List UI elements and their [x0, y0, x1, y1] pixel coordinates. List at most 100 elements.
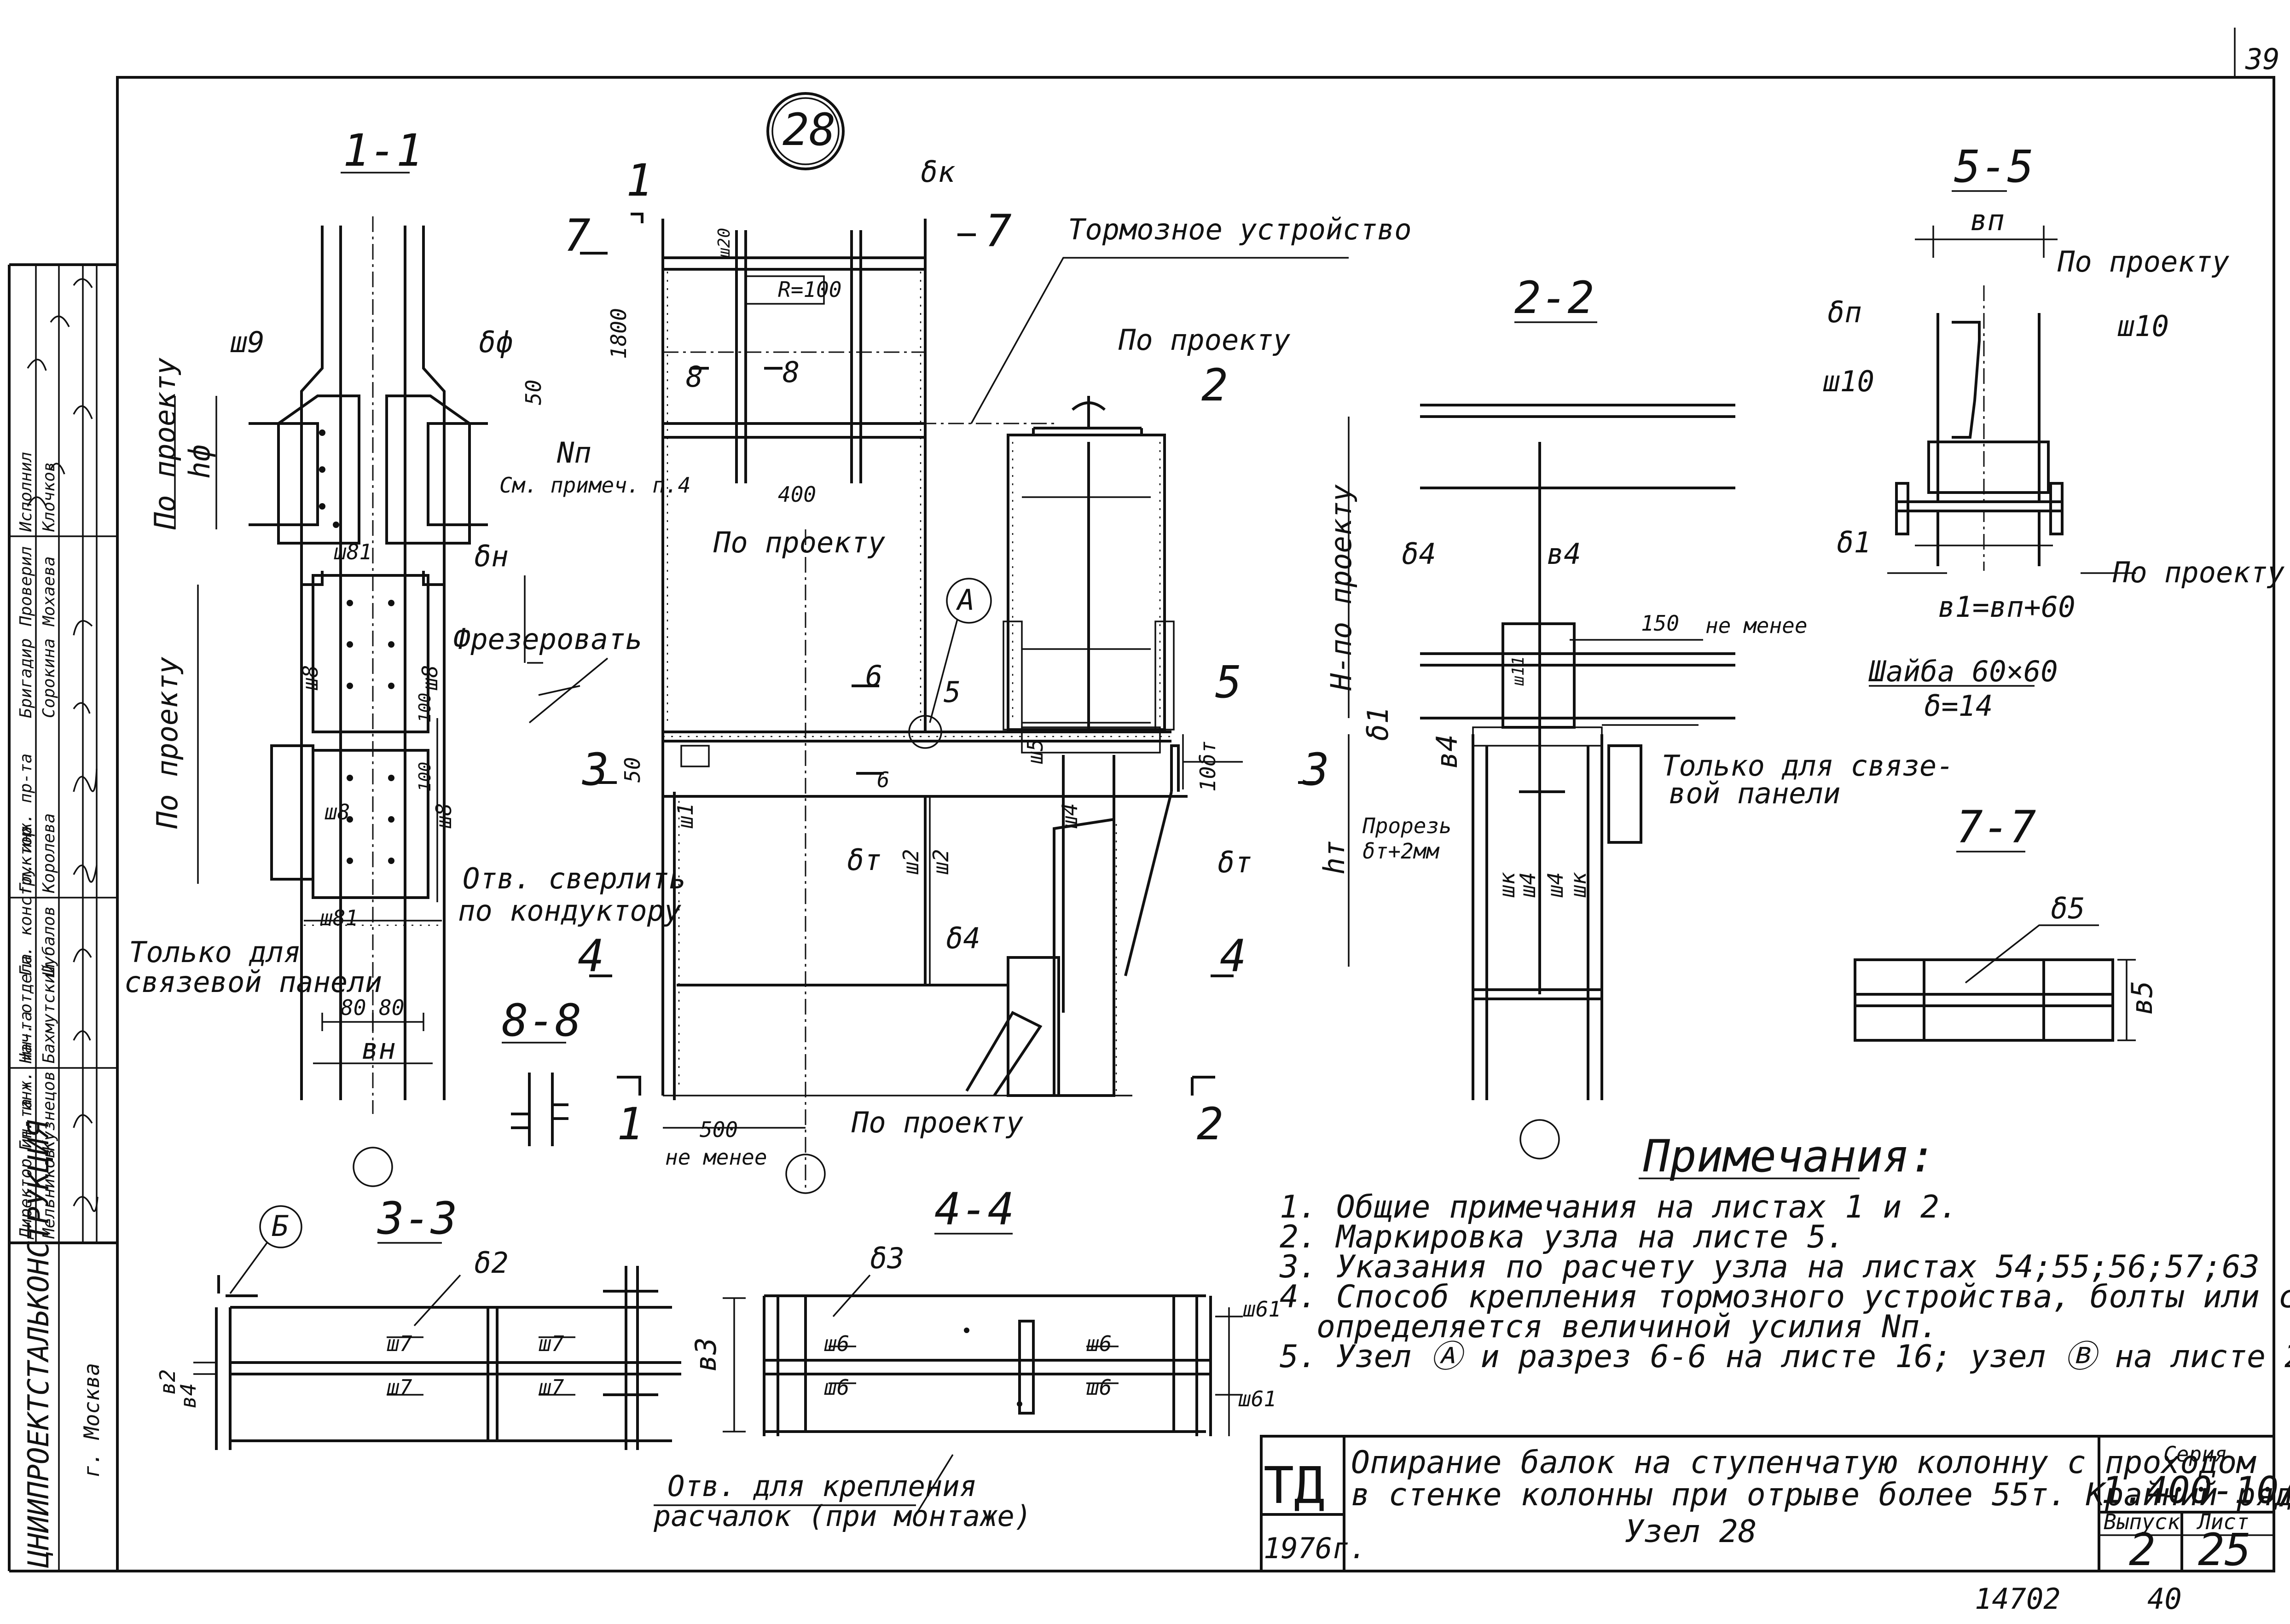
cut-2-top: 2 [1201, 360, 1228, 411]
lbl-callout-a: А [956, 583, 974, 617]
lbl-hf: hф [183, 444, 216, 479]
role-0: Директор ин-та [17, 1099, 35, 1240]
role-3: Гл. конструктор [17, 826, 35, 976]
city-name: г. Москва [79, 1363, 104, 1478]
lbl-b4: в4 [1547, 537, 1581, 571]
cut-4-left: 4 [578, 930, 604, 982]
note-5: определяется величиной усилия Nп. [1316, 1309, 1938, 1345]
lbl-holes-1: Отв. для крепления [667, 1469, 977, 1503]
role-6: Проверил [17, 546, 35, 626]
signatures [27, 278, 99, 1212]
cut-6-top: 6 [865, 659, 882, 693]
section-5-5 [1869, 190, 2136, 687]
cut-7-right: 7 [985, 205, 1012, 257]
name-7: Клочков [40, 462, 58, 532]
node-mark: 28 [766, 92, 845, 170]
tb-title-2: в стенке колонны при отрыве более 55т. К… [1351, 1477, 2290, 1513]
lbl-df: δф [479, 325, 513, 359]
lbl-sh6-1-b: ш61 [1238, 1386, 1276, 1411]
name-3: Шубалов [40, 906, 58, 976]
lbl-only-brace-1: Только для [129, 935, 301, 969]
bottom-number-2: 40 [2147, 1582, 2182, 1616]
lbl-b4-2: в4 [1430, 734, 1464, 769]
sheet-frame [116, 28, 2275, 1572]
tb-sheet-label: Лист [2196, 1509, 2249, 1534]
lbl-dk: δк [921, 155, 955, 189]
section-2-2 [1348, 321, 1735, 1160]
callout-a-circle [946, 578, 992, 624]
notes-heading: Примечания: [1643, 1131, 1936, 1182]
cut-2-bottom: 2 [1197, 1098, 1223, 1150]
leader-lines-1-1 [527, 657, 609, 724]
cut-7-left: 7 [564, 210, 591, 261]
sec-4-4-title: 4-4 [934, 1183, 1014, 1235]
lbl-50: 50 [521, 380, 546, 405]
cut-6-bottom: 6 [877, 767, 890, 792]
lbl-sh5: ш5 [1023, 739, 1048, 764]
sec-8-8-title: 8-8 [502, 995, 581, 1046]
lbl-d2: δ2 [474, 1246, 509, 1280]
lbl-np: Nп [557, 436, 591, 470]
lbl-dt-b: δт [1217, 846, 1252, 879]
lbl-po-proektu-2: По проекту [151, 656, 184, 829]
cut-3-left: 3 [582, 744, 609, 795]
role-5: Бригадир [17, 638, 35, 718]
sec-3-3-title: 3-3 [377, 1193, 457, 1244]
lbl-sh10-a: ш10 [2117, 309, 2169, 343]
name-6: Мохаева [40, 556, 58, 627]
tb-issue: 2 [2129, 1524, 2156, 1576]
lbl-drill-2: по кондуктору [458, 894, 682, 928]
lbl-d1-a: δ1 [1361, 707, 1395, 741]
lbl-sh8-c: ш8 [325, 800, 350, 824]
lbl-100-b: 100 [416, 762, 435, 792]
lbl-100-a: 100 [416, 693, 435, 723]
lbl-sh4-b: ш4 [1543, 872, 1568, 898]
bottom-number-1: 14702 [1975, 1582, 2061, 1616]
section-8-8 [502, 1042, 568, 1146]
lbl-dt-a: δт [847, 843, 881, 877]
lbl-washer-2: δ=14 [1924, 689, 1993, 723]
lbl-sh1: ш1 [673, 803, 698, 829]
cut-1-bottom: 1 [617, 1098, 644, 1150]
lbl-150: 150 [1641, 611, 1679, 636]
lbl-b2: в2 [155, 1369, 180, 1395]
lbl-d4: δ4 [946, 922, 980, 955]
lbl-dp: δп [1827, 296, 1862, 329]
lbl-brake-device: Тормозное устройство [1068, 213, 1412, 246]
lbl-washer-1: Шайба 60×60 [1868, 655, 2058, 688]
tb-stamp: ТД [1264, 1456, 1324, 1515]
role-1: Гл. инж. ин-та [17, 1011, 35, 1151]
lbl-h-po-proektu: H-по проекту [1324, 484, 1358, 691]
name-0: Мельников [40, 1148, 58, 1239]
lbl-only-brace-2: связевой панели [124, 965, 382, 999]
tb-title-3: Узел 28 [1625, 1514, 1757, 1550]
lbl-b3: в3 [689, 1337, 723, 1372]
lbl-po-proektu-6: По проекту [2057, 245, 2230, 278]
lbl-sh7-d: ш7 [539, 1375, 564, 1400]
name-4: Королева [40, 813, 58, 893]
weld-marks [667, 272, 1161, 1091]
lbl-mill: Фрезеровать [453, 622, 643, 656]
lbl-dn: δн [474, 539, 509, 573]
lbl-slot-2: δт+2мм [1362, 839, 1439, 864]
tb-series: 1.400-10/76 [2101, 1469, 2290, 1512]
cut-markers [580, 213, 1316, 1096]
lbl-b4-3: в4 [176, 1383, 201, 1409]
tb-title-1: Опирание балок на ступенчатую колонну с … [1351, 1444, 2256, 1481]
lbl-r100: R=100 [778, 277, 841, 302]
main-elevation [661, 219, 1349, 1194]
section-7-7 [1854, 851, 2136, 1042]
cut-3-right: 3 [1302, 744, 1329, 795]
lbl-sh6-1-a: ш61 [1243, 1297, 1281, 1322]
name-1: Кузнецов [40, 1071, 58, 1151]
section-3-3 [193, 1205, 681, 1450]
tb-series-label: Серия [2163, 1442, 2227, 1467]
lbl-sh7-c: ш7 [387, 1375, 412, 1400]
lbl-bp: вп [1970, 203, 2005, 237]
lbl-sh4-a: ш4 [1515, 872, 1540, 898]
lbl-callout-b: Б [272, 1209, 289, 1243]
lbl-shk-b: шк [1566, 872, 1591, 898]
lbl-sh7-b: ш7 [539, 1331, 564, 1356]
role-2: Нач. отдела [17, 954, 35, 1064]
lbl-d4-a: δ4 [1402, 537, 1436, 571]
